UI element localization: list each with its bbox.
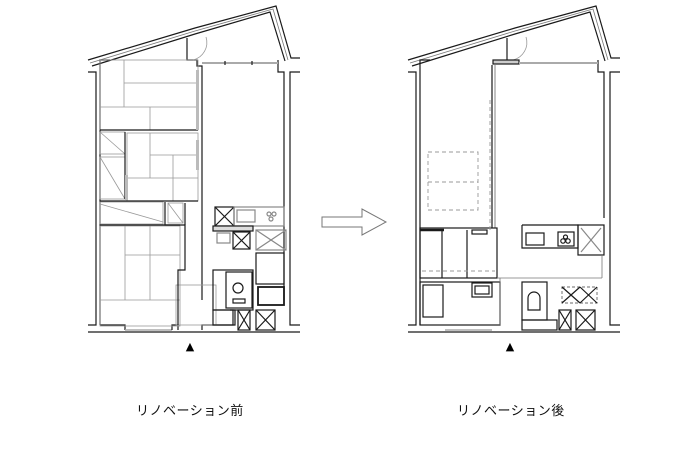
floor-plan-before-drawing: ▲: [87, 5, 300, 353]
transition-arrow: [320, 207, 390, 241]
floor-plan-before: ▲: [80, 0, 310, 390]
caption-before: リノベーション前: [136, 404, 244, 419]
entrance-marker-before: ▲: [186, 340, 195, 353]
floor-plan-after: ▲: [400, 0, 630, 390]
floor-plan-after-drawing: ▲: [407, 5, 620, 353]
right-arrow-icon: [321, 208, 388, 236]
entrance-marker-after: ▲: [506, 340, 515, 353]
caption-after: リノベーション後: [457, 404, 565, 419]
